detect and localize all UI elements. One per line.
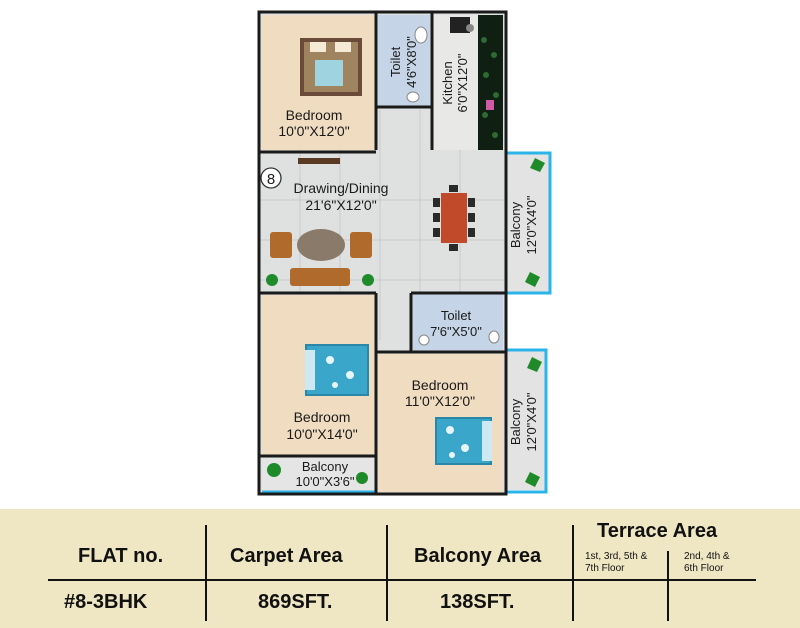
balcony-right-bottom-name: Balcony (508, 398, 523, 445)
balcony-right-bottom-size: 12'0"X4'0" (524, 392, 539, 451)
bedroom-3-name: Bedroom (294, 409, 351, 425)
kitchen-size: 6'0"X12'0" (455, 53, 470, 112)
toilet-1-size: 4'6"X8'0" (404, 36, 419, 88)
dining-table (433, 185, 475, 251)
tv-unit (298, 158, 340, 164)
bed-1 (300, 38, 362, 96)
header-balcony-area: Balcony Area (414, 545, 542, 567)
unit-number: 8 (267, 171, 275, 188)
balcony-right-top-size: 12'0"X4'0" (524, 195, 539, 254)
balcony-bottom-name: Balcony (302, 459, 349, 474)
kitchen-item (486, 100, 494, 110)
toilet-fixtures (406, 26, 500, 346)
kitchen-sink (466, 24, 474, 32)
area-table: FLAT no. Carpet Area Balcony Area Terrac… (0, 509, 800, 628)
drawing-dining-name: Drawing/Dining (294, 180, 389, 196)
toilet-1-name: Toilet (388, 46, 403, 77)
header-terrace-even-floors: 2nd, 4th & 6th Floor (684, 551, 730, 575)
table-divider-4 (667, 551, 669, 621)
toilet-2-size: 7'6"X5'0" (430, 324, 482, 339)
table-divider-3 (572, 525, 574, 621)
balcony-right-bottom-floor (506, 350, 546, 490)
bedroom-1-name: Bedroom (286, 107, 343, 123)
value-balcony-area: 138SFT. (440, 591, 515, 613)
header-terrace-even-line1: 2nd, 4th & (684, 551, 730, 562)
balcony-bottom-floor (262, 458, 375, 492)
table-divider-2 (386, 525, 388, 621)
kitchen-counter-plants (481, 37, 499, 138)
header-terrace-odd-floors: 1st, 3rd, 5th & 7th Floor (585, 551, 647, 575)
walls (257, 10, 508, 496)
value-carpet-area: 869SFT. (258, 591, 333, 613)
header-terrace-odd-line2: 7th Floor (585, 563, 625, 574)
bedroom-2-name: Bedroom (412, 377, 469, 393)
header-terrace-even-line2: 6th Floor (684, 563, 724, 574)
header-carpet-area: Carpet Area (230, 545, 343, 567)
kitchen-name: Kitchen (440, 61, 455, 104)
bed-3 (305, 344, 369, 396)
kitchen-stove (450, 17, 470, 33)
floor-plan: 8 Bedroom 10'0"X12'0" Toilet 4'6"X8'0" K… (257, 10, 552, 496)
header-terrace-area: Terrace Area (597, 520, 718, 542)
plants (267, 158, 545, 487)
balcony-bottom-size: 10'0"X3'6" (295, 474, 354, 489)
balcony-right-top-name: Balcony (508, 201, 523, 248)
toilet-2-name: Toilet (441, 308, 472, 323)
unit-number-badge (260, 167, 282, 189)
table-row-divider (48, 579, 756, 581)
value-flat-no: #8-3BHK (64, 591, 148, 613)
drawing-dining-size: 21'6"X12'0" (305, 197, 376, 213)
header-flat-no: FLAT no. (78, 545, 164, 567)
bed-2 (435, 417, 492, 465)
bedroom-3-size: 10'0"X14'0" (286, 426, 357, 442)
balcony-right-top-floor (506, 153, 550, 293)
header-terrace-odd-line1: 1st, 3rd, 5th & (585, 551, 648, 562)
bedroom-1-size: 10'0"X12'0" (278, 123, 349, 139)
bedroom-2-size: 11'0"X12'0" (405, 393, 475, 409)
kitchen-counter (478, 15, 503, 150)
table-divider-1 (205, 525, 207, 621)
sofa-set (266, 229, 374, 286)
